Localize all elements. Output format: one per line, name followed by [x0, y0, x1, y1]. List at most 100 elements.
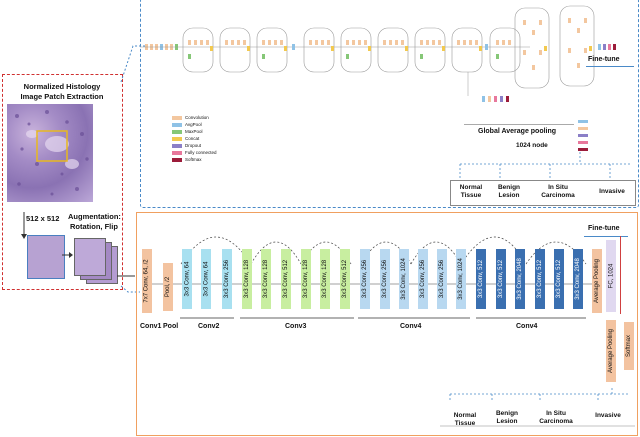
layer-conv5-3: 3x3 Conv, 2048	[515, 249, 525, 309]
layer-conv4-1: 3x3 Conv, 256	[360, 249, 370, 309]
group-conv2: Conv2	[198, 323, 220, 330]
legend-item-softmax: Softmax	[172, 156, 217, 163]
histology-image	[7, 104, 93, 202]
layer-conv5-2: 3x3 Conv, 512	[496, 249, 506, 309]
layer-label: 3x3 Conv, 128	[322, 259, 328, 299]
bottom-fine-tune-label: Fine-tune	[588, 225, 620, 232]
layer-label: Average Pooling	[608, 329, 615, 373]
top-class-benign: Benign Lesion	[497, 184, 521, 199]
bottom-class-normal: Normal Tissue	[453, 412, 477, 427]
legend: Convolution AvgPool MaxPool Concat Dropo…	[172, 114, 217, 163]
layer-conv3-3: 3x3 Conv, 512	[281, 249, 291, 309]
augmentation-label-line2: Rotation, Flip	[70, 222, 118, 231]
layer-label: 3x3 Conv, 512	[283, 259, 289, 299]
layer-label: Pool, /2	[165, 276, 172, 298]
left-title-line2: Image Patch Extraction	[20, 92, 104, 101]
legend-label: Dropout	[185, 143, 202, 148]
layer-conv2-1: 3x3 Conv, 64	[182, 249, 192, 309]
top-fine-tune-label: Fine-tune	[588, 56, 620, 63]
gap-title: Global Average pooling	[478, 128, 557, 135]
legend-swatch	[172, 150, 182, 155]
layer-conv2-2: 3x3 Conv, 64	[201, 249, 211, 309]
group-conv4-a: Conv4	[400, 323, 422, 330]
top-output-blocks	[598, 44, 616, 50]
legend-label: Concat	[185, 136, 200, 141]
layer-conv4-5: 3x3 Conv, 256	[437, 249, 447, 309]
layer-label: Softmax	[626, 334, 633, 358]
layer-fc-1024: FC, 1024	[606, 240, 616, 312]
layer-label: 3x3 Conv, 256	[362, 259, 368, 299]
layer-label: 3x3 Conv, 512	[556, 259, 562, 299]
layer-label: 3x3 Conv, 64	[203, 261, 210, 297]
size-arrow	[21, 212, 27, 239]
legend-item-dropout: Dropout	[172, 142, 217, 149]
layer-conv2-3: 3x3 Conv, 256	[222, 249, 232, 309]
layer-conv5-1: 3x3 Conv, 512	[476, 249, 486, 309]
histology-texture	[15, 110, 89, 196]
legend-swatch	[172, 143, 182, 148]
bottom-fine-tune-line	[620, 236, 621, 314]
legend-item-convolution: Convolution	[172, 114, 217, 121]
inception-network	[140, 5, 616, 102]
top-class-insitu: In Situ Carcinoma	[541, 184, 575, 199]
gap-nodes: 1024 node	[516, 142, 548, 149]
gap-output-blocks	[578, 120, 588, 151]
layer-label: 3x3 Conv, 128	[244, 259, 250, 299]
layer-conv5-4: 3x3 Conv, 512	[535, 249, 545, 309]
legend-item-concat: Concat	[172, 135, 217, 142]
legend-label: Convolution	[185, 115, 209, 120]
layer-label: 3x3 Conv, 128	[263, 259, 269, 299]
left-panel	[2, 74, 123, 290]
legend-swatch	[172, 157, 182, 162]
layer-conv4-4: 3x3 Conv, 256	[418, 249, 428, 309]
aug-arrow	[62, 252, 73, 258]
inception-blocks	[188, 18, 592, 70]
bottom-class-insitu: In Situ Carcinoma	[539, 410, 573, 425]
layer-label: 3x3 Conv, 256	[382, 259, 388, 299]
layer-conv5-6: 3x3 Conv, 2048	[573, 249, 583, 309]
layer-label: 3x3 Conv, 1024	[458, 258, 464, 300]
stem-blocks	[140, 44, 530, 50]
legend-swatch	[172, 136, 182, 141]
gap-rule	[464, 124, 574, 125]
layer-label: 3x3 Conv, 2048	[575, 258, 581, 300]
aux-head-blocks	[467, 72, 509, 102]
bottom-fine-tune-rule	[584, 236, 628, 237]
layer-label: 3x3 Conv, 2048	[517, 258, 523, 300]
layer-conv4-2: 3x3 Conv, 256	[380, 249, 390, 309]
layer-label: Average Pooling	[594, 259, 601, 303]
layer-conv3-5: 3x3 Conv, 128	[320, 249, 330, 309]
layer-pool: Pool, /2	[163, 263, 173, 311]
layer-label: 7x7 Conv, 64, /2	[144, 259, 150, 303]
patch-image	[27, 235, 65, 279]
left-title-line1: Normalized Histology	[23, 82, 101, 91]
layer-conv3-1: 3x3 Conv, 128	[242, 249, 252, 309]
top-fine-tune-rule	[586, 66, 634, 67]
layer-label: 3x3 Conv, 512	[498, 259, 504, 299]
augmentation-label-line1: Augmentation:	[68, 212, 121, 221]
legend-label: Softmax	[185, 157, 202, 162]
layer-conv4-6: 3x3 Conv, 1024	[456, 249, 466, 309]
legend-label: MaxPool	[185, 129, 203, 134]
bottom-class-invasive: Invasive	[595, 412, 621, 419]
legend-item-maxpool: MaxPool	[172, 128, 217, 135]
group-pool: Pool	[163, 323, 179, 330]
top-class-connectors	[459, 152, 630, 180]
layer-conv3-6: 3x3 Conv, 512	[340, 249, 350, 309]
top-class-normal: Normal Tissue	[459, 184, 483, 199]
legend-swatch	[172, 122, 182, 127]
bottom-class-connectors	[440, 388, 635, 427]
layer-label: 3x3 Conv, 1024	[401, 258, 407, 300]
legend-swatch	[172, 115, 182, 120]
layer-avgpool-1: Average Pooling	[592, 249, 602, 313]
layer-label: FC, 1024	[608, 263, 614, 289]
group-underlines	[180, 317, 586, 319]
layer-label: 3x3 Conv, 128	[303, 259, 309, 299]
augmented-patch-1	[74, 238, 106, 276]
top-class-invasive: Invasive	[599, 188, 625, 195]
bottom-panel	[136, 212, 638, 436]
group-conv3: Conv3	[285, 323, 307, 330]
layer-label: 3x3 Conv, 256	[224, 259, 230, 299]
layer-conv5-5: 3x3 Conv, 512	[554, 249, 564, 309]
layer-label: 3x3 Conv, 512	[342, 259, 348, 299]
